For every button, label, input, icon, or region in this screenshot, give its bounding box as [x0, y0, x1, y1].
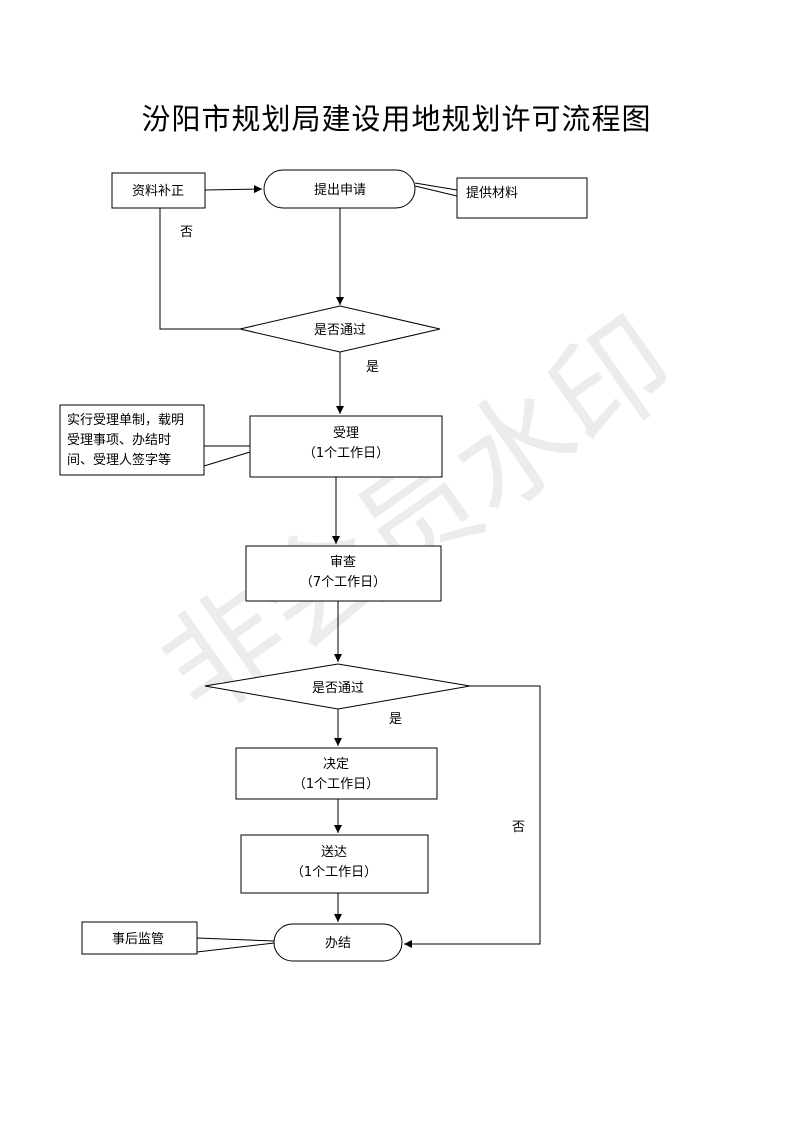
finish-label: 办结	[325, 936, 351, 951]
materials-label: 提供材料	[466, 185, 518, 201]
apply-label: 提出申请	[314, 182, 366, 198]
deliver-box	[240, 834, 429, 894]
accept-note-line-1: 实行受理单制，载明	[67, 413, 184, 428]
edge-check1-no	[159, 208, 240, 330]
accept-note-line-3: 间、受理人签字等	[67, 452, 171, 468]
accept-box	[249, 415, 443, 478]
review-title: 审查	[330, 555, 356, 570]
page-title: 汾阳市规划局建设用地规划许可流程图	[141, 102, 652, 136]
check1-decision	[239, 305, 441, 353]
supervise-callout-line-2	[196, 942, 275, 953]
supplement-label: 资料补正	[132, 184, 184, 199]
accept-note-box	[59, 404, 205, 476]
review-time: （7个工作日）	[300, 575, 386, 590]
edge-label-yes-1: 是	[366, 360, 379, 375]
decide-box	[235, 747, 438, 800]
accept-time: （1个工作日）	[303, 446, 389, 461]
deliver-title: 送达	[321, 845, 347, 860]
materials-callout-line	[414, 182, 458, 191]
accept-note-callout-line-2	[203, 451, 251, 467]
supervise-label: 事后监管	[112, 932, 164, 947]
supervise-box	[81, 921, 198, 955]
accept-note-line-2: 受理事项、办结时	[67, 433, 171, 448]
deliver-time: （1个工作日）	[291, 865, 377, 880]
decide-title: 决定	[323, 757, 349, 772]
edge-label-no-1: 否	[180, 225, 193, 240]
edge-label-yes-2: 是	[389, 712, 402, 727]
check1-label: 是否通过	[314, 323, 366, 338]
materials-box	[456, 177, 588, 219]
review-box	[245, 545, 442, 602]
edge-label-no-2: 否	[512, 820, 525, 835]
finish-terminator	[273, 923, 403, 962]
accept-title: 受理	[333, 426, 359, 441]
supervise-callout-line	[196, 937, 275, 942]
edge-supplement-to-apply	[204, 185, 263, 194]
edge-check2-no	[404, 685, 541, 948]
decide-time: （1个工作日）	[293, 777, 379, 792]
watermark: 非会员水印	[137, 291, 699, 742]
check2-label: 是否通过	[312, 681, 364, 696]
supplement-box	[111, 172, 206, 209]
materials-callout-line-2	[414, 185, 458, 197]
